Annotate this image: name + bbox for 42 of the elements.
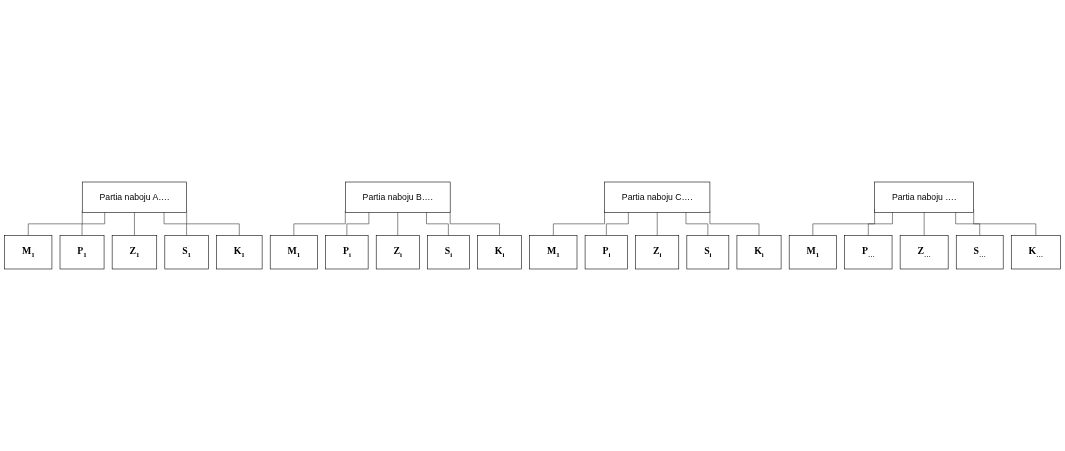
connector: [28, 210, 83, 236]
connector: [606, 212, 629, 236]
connector: [81, 212, 105, 236]
node-box: P$_{i}$: [325, 235, 369, 270]
connector: [449, 210, 500, 236]
connector: [656, 212, 658, 236]
node-box: S$_{i}$: [427, 235, 470, 270]
node-box: S$_{1}$: [164, 235, 209, 270]
node-box: S$_{…}$: [955, 235, 1004, 270]
connector: [134, 212, 135, 236]
connector: [346, 212, 370, 236]
node-box: K$_{i}$: [477, 235, 522, 270]
node-box: M$_{1}$: [788, 235, 837, 270]
node-box: P$_{…}$: [844, 235, 893, 270]
connector: [397, 212, 399, 236]
connector: [923, 212, 925, 236]
connector: [186, 210, 240, 236]
node-box: Partia naboju B….: [345, 181, 451, 213]
node-box: Partia naboju A….: [81, 181, 187, 213]
connector: [868, 212, 893, 236]
connector: [955, 212, 980, 236]
connector: [685, 212, 709, 236]
node-box: P$_{i}$: [584, 235, 628, 270]
node-box: M$_{1}$: [529, 235, 578, 270]
node-box: M$_{1}$: [269, 235, 318, 270]
connector: [553, 210, 605, 236]
connector: [709, 210, 760, 236]
node-box: K$_{1}$: [216, 235, 263, 270]
node-box: K$_{i}$: [736, 235, 782, 270]
node-box: S$_{i}$: [686, 235, 730, 270]
node-box: Z$_{1}$: [111, 235, 158, 270]
connector: [293, 210, 346, 236]
node-box: Z$_{i}$: [375, 235, 420, 270]
node-box: K$_{…}$: [1010, 235, 1061, 270]
node-box: M$_{1}$: [4, 235, 53, 270]
node-box: Partia naboju C….: [604, 181, 711, 213]
node-box: Z$_{…}$: [899, 235, 949, 270]
node-box: Z$_{i}$: [635, 235, 680, 270]
node-box: P$_{1}$: [59, 235, 105, 270]
node-box: Partia naboju ….: [874, 181, 974, 213]
connector: [163, 212, 187, 236]
connector: [426, 212, 449, 236]
